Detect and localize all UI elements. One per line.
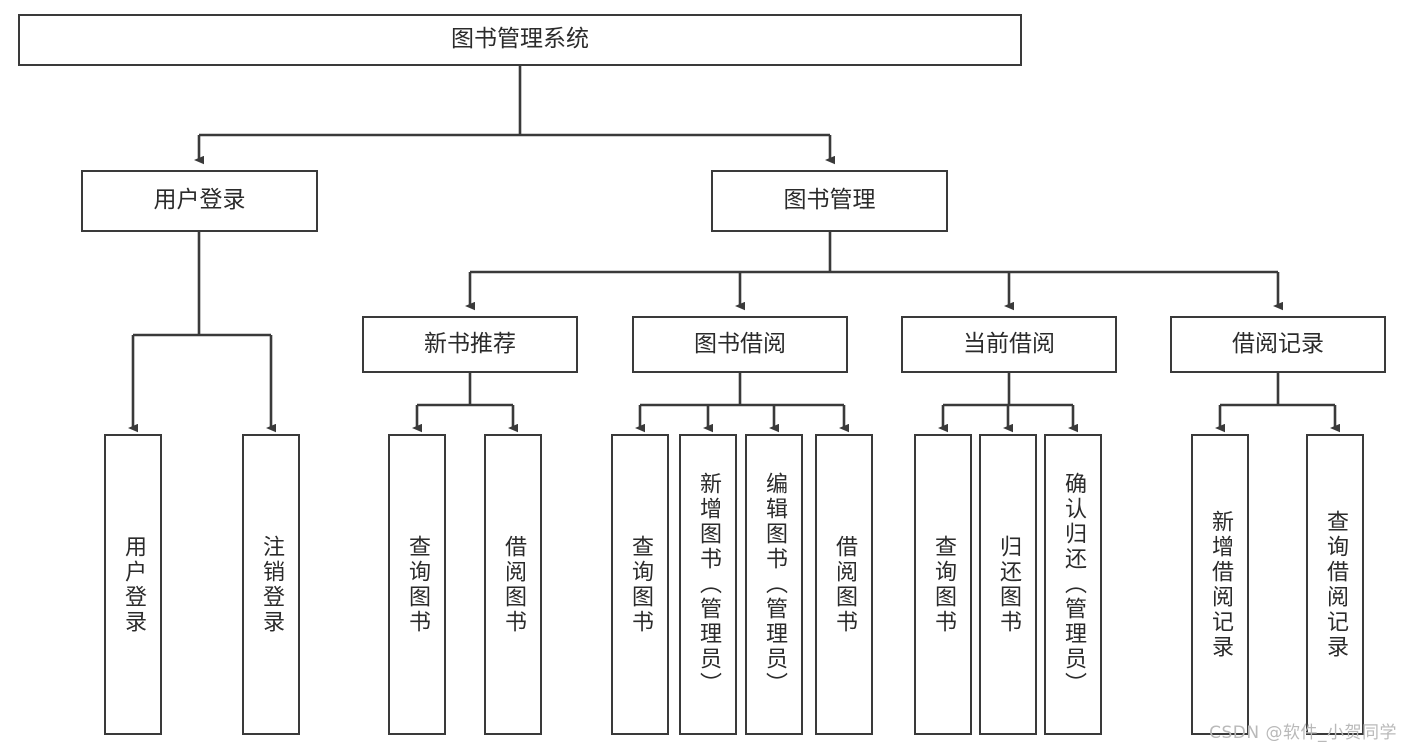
node-leaf-query-book-recommend[interactable]: 查询图书 bbox=[388, 434, 446, 735]
node-leaf-add-book-admin-label: 新增图书（管理员） bbox=[696, 472, 721, 697]
node-leaf-query-book-current[interactable]: 查询图书 bbox=[914, 434, 972, 735]
node-book-manage[interactable]: 图书管理 bbox=[711, 170, 948, 232]
node-leaf-edit-book-admin-label: 编辑图书（管理员） bbox=[762, 472, 787, 697]
node-leaf-edit-book-admin[interactable]: 编辑图书（管理员） bbox=[745, 434, 803, 735]
node-leaf-user-login[interactable]: 用户登录 bbox=[104, 434, 162, 735]
node-user-login[interactable]: 用户登录 bbox=[81, 170, 318, 232]
node-leaf-borrow-book-recommend[interactable]: 借阅图书 bbox=[484, 434, 542, 735]
node-book-borrow[interactable]: 图书借阅 bbox=[632, 316, 848, 373]
node-user-login-label: 用户登录 bbox=[153, 187, 246, 214]
node-leaf-borrow-book-recommend-label: 借阅图书 bbox=[501, 534, 526, 635]
watermark: CSDN @软件_小贺同学 bbox=[1209, 723, 1397, 743]
node-leaf-borrow-book-label: 借阅图书 bbox=[832, 534, 857, 635]
node-borrow-record[interactable]: 借阅记录 bbox=[1170, 316, 1386, 373]
node-leaf-query-book-borrow-label: 查询图书 bbox=[628, 534, 653, 635]
node-leaf-logout-label: 注销登录 bbox=[259, 534, 284, 635]
node-leaf-return-book[interactable]: 归还图书 bbox=[979, 434, 1037, 735]
node-root-system[interactable]: 图书管理系统 bbox=[18, 14, 1022, 66]
node-leaf-user-login-label: 用户登录 bbox=[121, 534, 146, 635]
node-leaf-logout[interactable]: 注销登录 bbox=[242, 434, 300, 735]
node-leaf-confirm-return-admin[interactable]: 确认归还（管理员） bbox=[1044, 434, 1102, 735]
node-book-borrow-label: 图书借阅 bbox=[694, 330, 786, 357]
node-leaf-query-book-recommend-label: 查询图书 bbox=[405, 534, 430, 635]
node-leaf-query-borrow-record-label: 查询借阅记录 bbox=[1323, 509, 1348, 660]
node-borrow-record-label: 借阅记录 bbox=[1232, 330, 1324, 357]
node-leaf-query-book-current-label: 查询图书 bbox=[931, 534, 956, 635]
node-leaf-add-borrow-record[interactable]: 新增借阅记录 bbox=[1191, 434, 1249, 735]
node-new-book-recommend-label: 新书推荐 bbox=[424, 330, 516, 357]
node-leaf-return-book-label: 归还图书 bbox=[996, 534, 1021, 635]
node-leaf-add-book-admin[interactable]: 新增图书（管理员） bbox=[679, 434, 737, 735]
node-root-label: 图书管理系统 bbox=[451, 26, 589, 53]
node-book-manage-label: 图书管理 bbox=[783, 187, 876, 214]
node-current-borrow-label: 当前借阅 bbox=[963, 330, 1055, 357]
node-leaf-borrow-book[interactable]: 借阅图书 bbox=[815, 434, 873, 735]
node-new-book-recommend[interactable]: 新书推荐 bbox=[362, 316, 578, 373]
node-leaf-query-borrow-record[interactable]: 查询借阅记录 bbox=[1306, 434, 1364, 735]
node-current-borrow[interactable]: 当前借阅 bbox=[901, 316, 1117, 373]
node-leaf-add-borrow-record-label: 新增借阅记录 bbox=[1208, 509, 1233, 660]
node-leaf-confirm-return-admin-label: 确认归还（管理员） bbox=[1061, 472, 1086, 697]
node-leaf-query-book-borrow[interactable]: 查询图书 bbox=[611, 434, 669, 735]
